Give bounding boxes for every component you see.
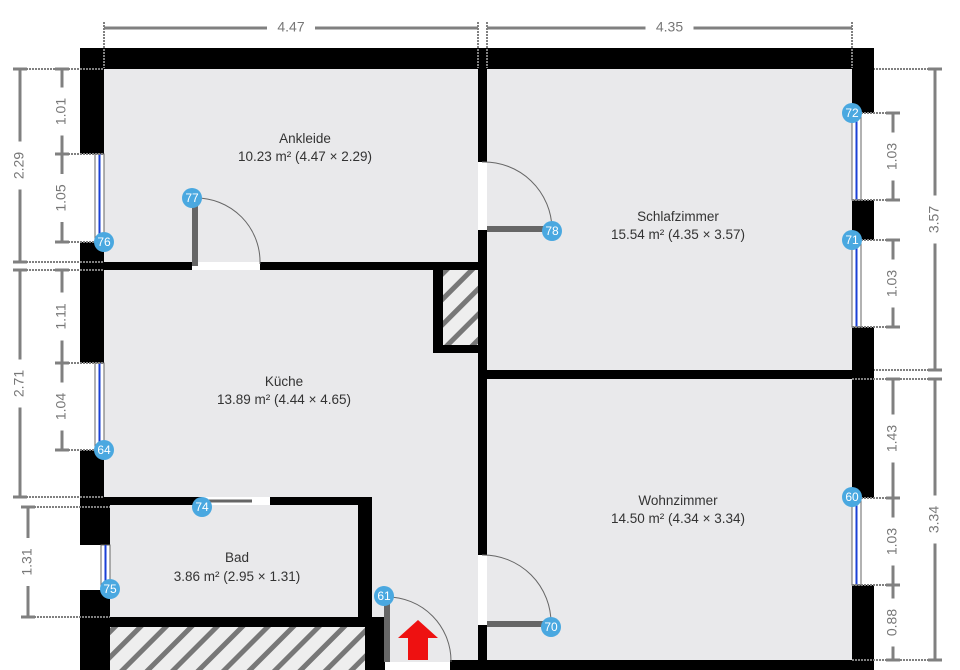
marker[interactable]: 71 [842, 230, 862, 250]
marker[interactable]: 70 [541, 617, 561, 637]
dimension-lines: 4.47 4.35 2.29 2.71 1.31 1.01 1.05 1.11 1.04 1.03… [11, 19, 942, 662]
marker-label: 74 [195, 500, 209, 514]
hatched-area-bottom [107, 627, 365, 670]
dimension-label: 4.35 [656, 19, 683, 35]
window-kueche[interactable] [94, 362, 105, 451]
dimension-label: 1.03 [884, 143, 900, 170]
dimension-label: 2.71 [11, 370, 27, 397]
door-ankleide[interactable] [192, 197, 261, 266]
dimension-vertical: 1.31 [19, 505, 110, 619]
dimension-label: 1.11 [53, 303, 69, 329]
marker-label: 71 [845, 233, 859, 247]
room-labels: Ankleide 10.23 m² (4.47 × 2.29) Schlafzi… [174, 131, 745, 584]
room-name-ankleide: Ankleide [279, 131, 331, 146]
room-area-ankleide: 10.23 m² (4.47 × 2.29) [238, 149, 372, 164]
dimension-label: 1.04 [53, 393, 69, 420]
dimension-label: 3.34 [926, 506, 942, 533]
hatched-shaft [443, 270, 478, 345]
window-ankleide[interactable] [94, 153, 105, 243]
window-schlafzimmer-2[interactable] [851, 239, 862, 328]
window-schlafzimmer-1[interactable] [851, 112, 862, 201]
floor-kueche[interactable] [104, 270, 478, 497]
dimension-label: 4.47 [277, 19, 304, 35]
marker[interactable]: 60 [842, 487, 862, 507]
room-name-kueche: Küche [265, 374, 303, 389]
marker[interactable]: 72 [842, 103, 862, 123]
floor-schlafzimmer[interactable] [487, 69, 852, 370]
room-area-kueche: 13.89 m² (4.44 × 4.65) [217, 392, 351, 407]
marker-label: 78 [545, 224, 559, 238]
window-wohnzimmer[interactable] [851, 497, 862, 586]
dimension-vertical: 2.29 [11, 67, 104, 264]
marker-label: 72 [845, 106, 859, 120]
floor-areas [104, 69, 852, 670]
dimension-label: 1.03 [884, 528, 900, 555]
room-area-wohnzimmer: 14.50 m² (4.34 × 3.34) [611, 511, 745, 526]
door-schlafzimmer[interactable] [481, 161, 553, 232]
room-area-schlafzimmer: 15.54 m² (4.35 × 3.57) [611, 227, 745, 242]
marker[interactable]: 76 [94, 232, 114, 252]
marker[interactable]: 78 [542, 221, 562, 241]
marker[interactable]: 77 [182, 188, 202, 208]
dimension-label: 1.43 [884, 425, 900, 452]
floor-wohnzimmer[interactable] [487, 379, 852, 662]
room-name-bad: Bad [225, 550, 249, 565]
dimension-label: 1.05 [53, 184, 69, 211]
doors [192, 161, 553, 663]
marker-label: 75 [103, 582, 117, 596]
dimension-horizontal: 4.35 [486, 19, 853, 68]
windows [94, 112, 862, 591]
marker-label: 70 [544, 620, 558, 634]
dimension-label: 1.31 [19, 548, 35, 575]
marker[interactable]: 74 [192, 497, 212, 517]
marker-label: 60 [845, 490, 859, 504]
floor-ankleide[interactable] [104, 69, 478, 262]
room-name-schlafzimmer: Schlafzimmer [637, 209, 719, 224]
dimension-vertical: 3.57 [874, 67, 942, 372]
dimension-vertical: 1.03 [852, 111, 900, 202]
dimension-vertical: 1.05 [53, 152, 104, 244]
door-entrance[interactable] [384, 596, 452, 663]
dimension-label: 0.88 [884, 609, 900, 636]
marker-label: 64 [97, 443, 111, 457]
marker-label: 76 [97, 235, 111, 249]
dimension-label: 1.03 [884, 270, 900, 297]
marker-label: 77 [185, 191, 199, 205]
marker-label: 61 [377, 589, 391, 603]
marker[interactable]: 75 [100, 579, 120, 599]
door-wohnzimmer[interactable] [481, 554, 552, 627]
dimension-label: 2.29 [11, 152, 27, 179]
dimension-horizontal: 4.47 [103, 19, 479, 68]
marker[interactable]: 64 [94, 440, 114, 460]
marker[interactable]: 61 [374, 586, 394, 606]
entrance-arrow-icon [398, 620, 438, 660]
markers: 77 76 78 72 71 64 74 75 61 70 60 [94, 103, 862, 637]
dimension-label: 3.57 [926, 206, 942, 233]
floor-bad[interactable] [110, 505, 358, 617]
dimension-label: 1.01 [53, 98, 69, 125]
room-area-bad: 3.86 m² (2.95 × 1.31) [174, 569, 300, 584]
dimension-vertical: 1.03 [852, 238, 900, 329]
room-name-wohnzimmer: Wohnzimmer [638, 493, 718, 508]
dimension-vertical: 3.34 [874, 377, 942, 662]
